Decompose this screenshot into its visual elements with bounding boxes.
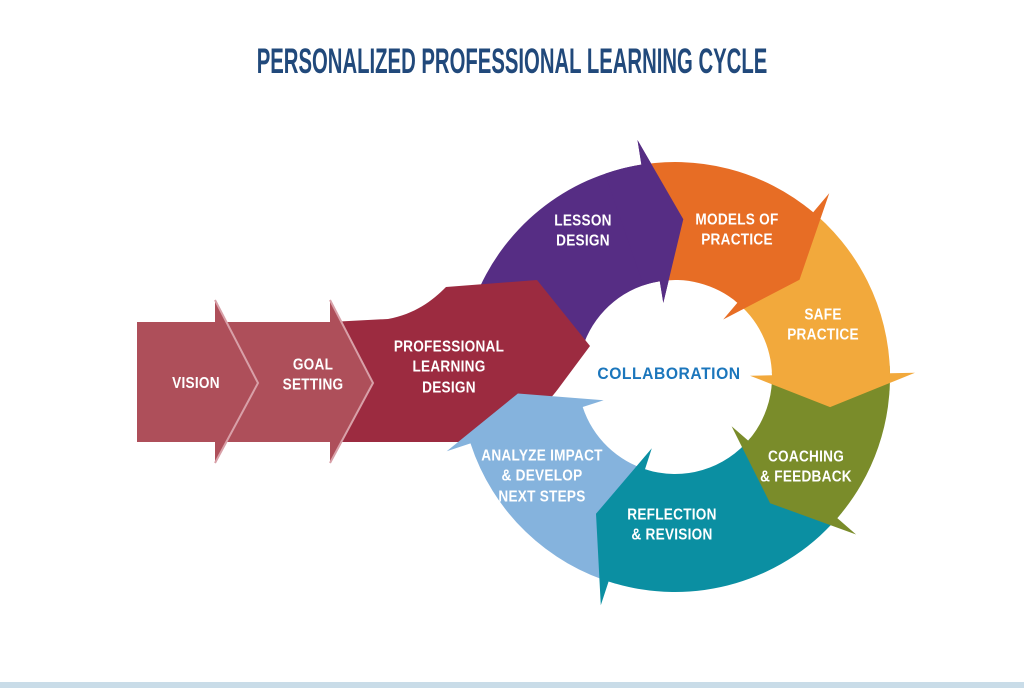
chevron-vision <box>137 300 258 463</box>
label-professional-learning-design: PROFESSIONAL LEARNING DESIGN <box>393 338 505 397</box>
footer-accent-bar <box>0 682 1024 688</box>
label-lesson-design: LESSON DESIGN <box>554 212 612 250</box>
label-collaboration: COLLABORATION <box>597 364 741 384</box>
ring-segment-coaching-and-feedback <box>731 365 891 535</box>
label-analyze-impact: ANALYZE IMPACT & DEVELOP NEXT STEPS <box>481 447 603 506</box>
chevron-edge-highlight <box>214 299 260 464</box>
page-title: PERSONALIZED PROFESSIONAL LEARNING CYCLE <box>256 42 768 81</box>
ring-segment-lesson-design-head <box>605 140 684 303</box>
label-reflection-and-revision: REFLECTION & REVISION <box>627 506 717 544</box>
ring-segment-models-of-practice <box>634 162 830 320</box>
label-models-of-practice: MODELS OF PRACTICE <box>695 211 779 249</box>
label-goal-setting: GOAL SETTING <box>282 356 344 394</box>
chevron-goal-setting <box>215 300 373 463</box>
label-coaching-and-feedback: COACHING & FEEDBACK <box>760 448 852 486</box>
label-vision: VISION <box>172 374 220 392</box>
chevron-edge-highlight <box>329 299 375 464</box>
label-safe-practice: SAFE PRACTICE <box>787 306 859 344</box>
